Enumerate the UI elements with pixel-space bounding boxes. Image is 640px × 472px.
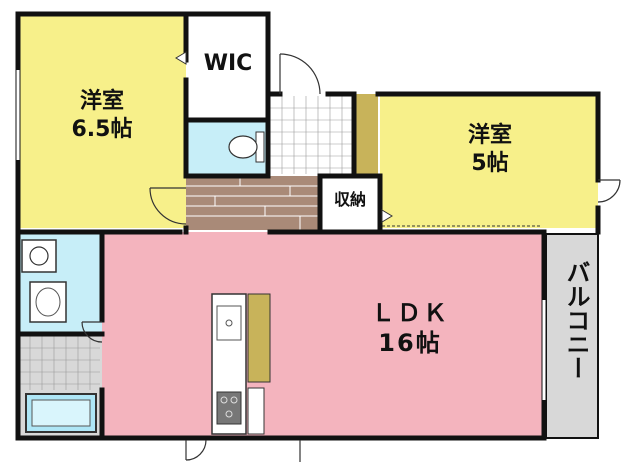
washing-machine bbox=[21, 239, 57, 273]
bedroom-right-fill bbox=[380, 94, 598, 228]
door-markers bbox=[175, 51, 393, 223]
shoe-cabinet bbox=[354, 94, 378, 174]
walls bbox=[15, 11, 601, 441]
ldk-name: ＬＤＫ bbox=[371, 299, 449, 327]
bedroom-right-size: 5帖 bbox=[471, 150, 509, 176]
ldk-label: ＬＤＫ 16帖 bbox=[350, 298, 470, 358]
hall-tiles bbox=[270, 94, 354, 176]
corridor-floor bbox=[186, 176, 320, 230]
wic-label: WIC bbox=[190, 50, 266, 78]
balcony-label: バルコニー bbox=[556, 260, 590, 380]
kitchen-cabinet bbox=[247, 293, 271, 383]
wic-fill bbox=[186, 14, 268, 120]
wic-name: WIC bbox=[203, 51, 253, 76]
bedroom-right-label: 洋室 5帖 bbox=[440, 122, 540, 177]
bedroom-left-name: 洋室 bbox=[79, 89, 124, 114]
storage-name: 収納 bbox=[333, 190, 366, 209]
bedroom-left-fill bbox=[18, 14, 186, 228]
kitchen-sink bbox=[216, 305, 242, 341]
hall-tile-grid bbox=[270, 96, 354, 174]
balcony-fill bbox=[546, 234, 598, 438]
toilet-bowl bbox=[228, 135, 258, 159]
wood-planks bbox=[186, 176, 320, 230]
bedroom-left-label: 洋室 6.5帖 bbox=[52, 88, 152, 143]
bedroom-right-name: 洋室 bbox=[467, 123, 512, 148]
bath-tile-grid bbox=[20, 336, 100, 390]
ldk-size: 16帖 bbox=[378, 329, 442, 357]
bedroom-left-size: 6.5帖 bbox=[71, 116, 133, 142]
storage-label: 収納 bbox=[322, 190, 378, 210]
storage-fill bbox=[320, 176, 380, 230]
door-swings bbox=[81, 53, 621, 462]
ldk-fill bbox=[102, 232, 544, 438]
cooktop bbox=[216, 391, 242, 425]
windows bbox=[16, 70, 546, 400]
window-frames bbox=[15, 70, 547, 400]
balcony-name: バルコニー bbox=[562, 260, 590, 380]
